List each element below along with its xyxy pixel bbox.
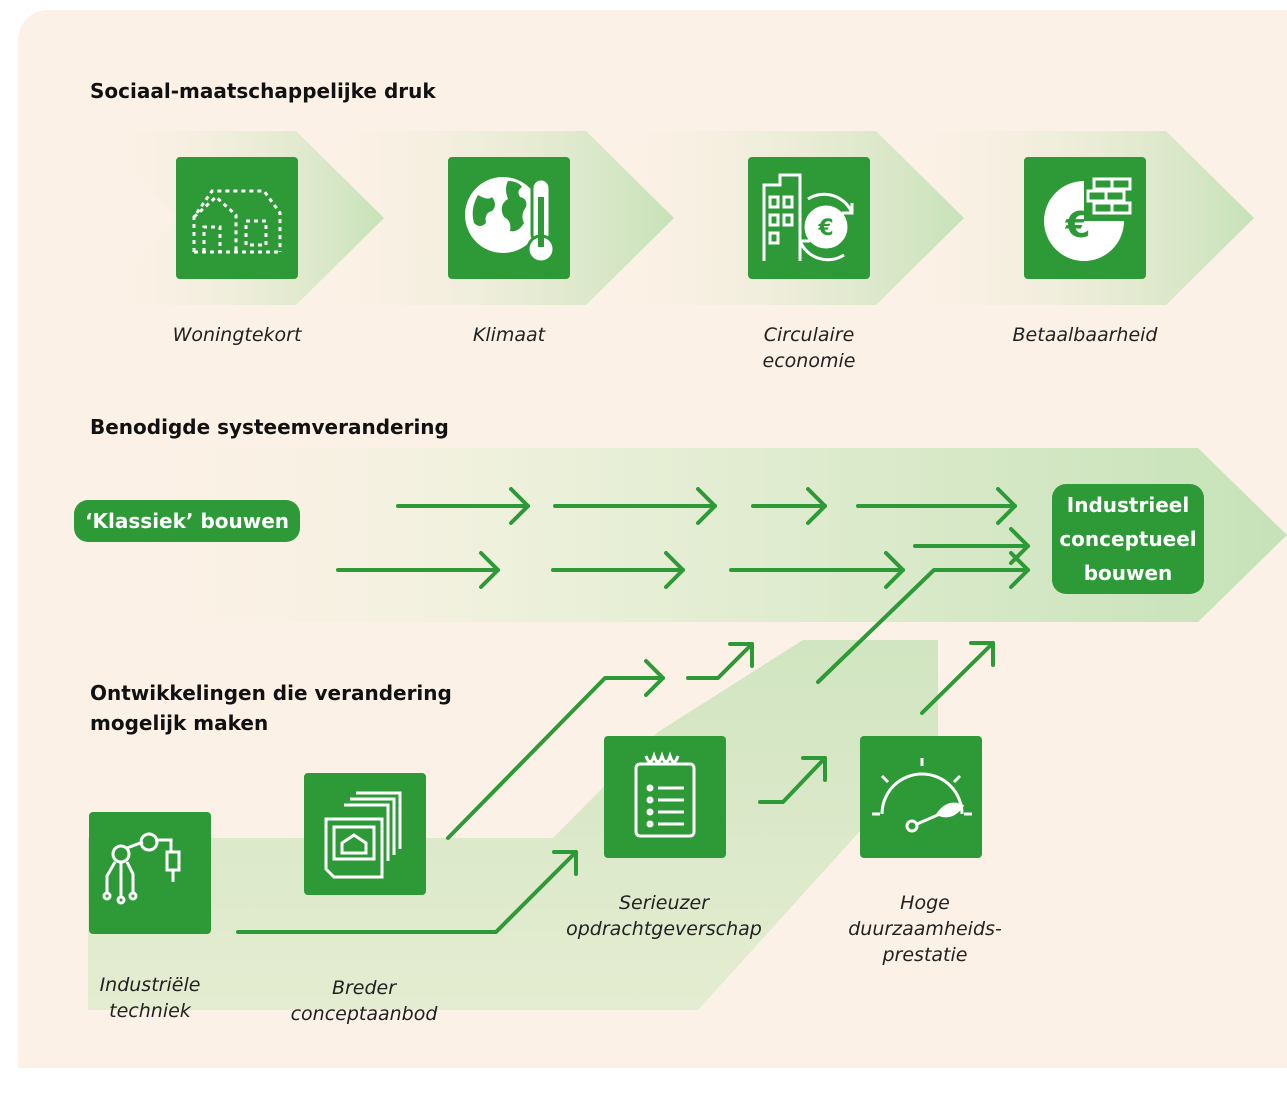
bottom-band bbox=[88, 640, 938, 1010]
stacked-documents-icon bbox=[304, 773, 426, 895]
label-industriele-techniek: Industriële techniek bbox=[99, 974, 201, 1022]
label-betaalbaarheid: Betaalbaarheid bbox=[1012, 324, 1158, 346]
middle-band bbox=[78, 448, 1287, 622]
globe-thermometer-icon bbox=[448, 157, 570, 279]
gauge-leaf-icon bbox=[860, 736, 982, 858]
svg-text:€: € bbox=[817, 216, 833, 241]
svg-text:€: € bbox=[1064, 205, 1090, 246]
label-serieuzer-opdrachtgeverschap: Serieuzer opdrachtgeverschap bbox=[566, 892, 762, 940]
label-hoge-duurzaamheidsprestatie: Hoge duurzaamheids-prestatie bbox=[848, 892, 1002, 966]
end-pill: Industrieel conceptueel bouwen bbox=[1052, 484, 1204, 594]
euro-brick-pie-icon: € bbox=[1024, 157, 1146, 279]
house-outline-icon bbox=[176, 157, 298, 279]
heading-pressure: Sociaal-maatschappelijke druk bbox=[90, 79, 436, 103]
heading-enablers: Ontwikkelingen die verandering mogelijk … bbox=[90, 681, 452, 735]
flow-arrows bbox=[236, 487, 1030, 934]
label-woningtekort: Woningtekort bbox=[172, 324, 302, 346]
building-euro-cycle-icon: € bbox=[748, 157, 870, 279]
label-klimaat: Klimaat bbox=[472, 324, 546, 346]
heading-change: Benodigde systeemverandering bbox=[90, 415, 449, 439]
clipboard-list-icon bbox=[604, 736, 726, 858]
start-pill: ‘Klassiek’ bouwen bbox=[74, 500, 300, 542]
label-breder-conceptaanbod: Breder conceptaanbod bbox=[290, 977, 438, 1025]
label-circulaire-economie: Circulaire economie bbox=[762, 324, 856, 372]
diagram-panel: Sociaal-maatschappelijke druk Benodigde … bbox=[18, 10, 1287, 1068]
robot-arm-icon bbox=[89, 812, 211, 934]
